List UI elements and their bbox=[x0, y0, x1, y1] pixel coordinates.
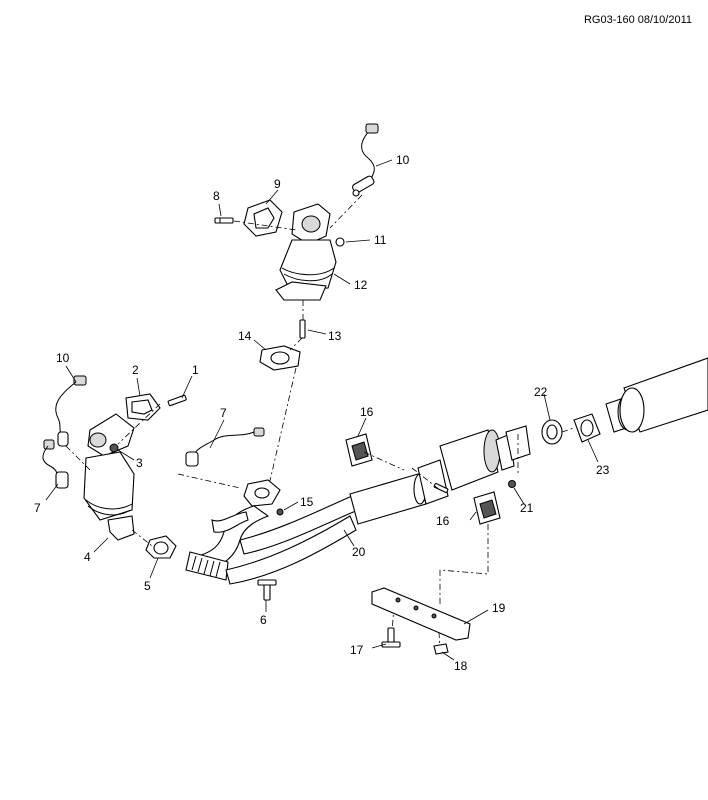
gasket-lower bbox=[125, 393, 161, 421]
diagram-reference-code: RG03-160 08/10/2011 bbox=[583, 14, 692, 26]
callout-4: 4 bbox=[84, 550, 91, 564]
callout-8: 8 bbox=[213, 189, 220, 203]
oxygen-sensor-center bbox=[185, 427, 265, 467]
callout-6: 6 bbox=[260, 613, 267, 627]
callout-16-rear: 16 bbox=[436, 514, 450, 528]
callout-10-upper: 10 bbox=[396, 153, 410, 167]
callout-20: 20 bbox=[352, 545, 366, 559]
catalytic-converter-upper bbox=[275, 203, 345, 301]
callout-17: 17 bbox=[350, 643, 364, 657]
front-exhaust-pipe bbox=[185, 473, 427, 585]
gasket-flange-lower bbox=[145, 535, 177, 559]
seal-ring bbox=[541, 419, 563, 445]
stud-upper-converter bbox=[299, 319, 306, 339]
muffler-flange bbox=[573, 413, 601, 443]
callout-13: 13 bbox=[328, 329, 342, 343]
oxygen-sensor-left-lower bbox=[42, 439, 69, 489]
callout-3: 3 bbox=[136, 456, 143, 470]
callout-1: 1 bbox=[192, 363, 199, 377]
gasket-upper bbox=[243, 199, 283, 237]
bolt-bracket bbox=[381, 627, 401, 648]
muffler bbox=[605, 357, 708, 433]
callout-15: 15 bbox=[300, 495, 314, 509]
callout-19: 19 bbox=[492, 601, 506, 615]
stud-lower bbox=[167, 394, 187, 407]
callouts: 1 2 3 4 5 6 7 7 8 9 10 10 11 12 13 14 15… bbox=[34, 153, 610, 673]
catalytic-converter-lower bbox=[83, 413, 135, 541]
callout-22: 22 bbox=[534, 385, 548, 399]
callout-18: 18 bbox=[454, 659, 468, 673]
bolt-flex-pipe bbox=[257, 579, 277, 601]
exhaust-bracket bbox=[371, 587, 471, 641]
callout-12: 12 bbox=[354, 278, 368, 292]
nut-bracket bbox=[433, 643, 449, 655]
callout-14: 14 bbox=[238, 329, 252, 343]
nut-hanger bbox=[508, 480, 516, 488]
callout-5: 5 bbox=[144, 579, 151, 593]
insulator-front bbox=[345, 433, 373, 467]
oxygen-sensor-upper bbox=[352, 123, 379, 197]
callout-9: 9 bbox=[274, 177, 281, 191]
callout-7-center: 7 bbox=[220, 406, 227, 420]
gasket-pipe-flange bbox=[259, 345, 301, 371]
callout-2: 2 bbox=[132, 363, 139, 377]
stud-upper bbox=[214, 217, 234, 224]
callout-21: 21 bbox=[520, 501, 534, 515]
callout-16-front: 16 bbox=[360, 405, 374, 419]
callout-10-left: 10 bbox=[56, 351, 70, 365]
nut-pipe-flange bbox=[276, 508, 284, 516]
callout-11: 11 bbox=[374, 233, 387, 247]
insulator-rear bbox=[473, 491, 501, 525]
callout-7-left: 7 bbox=[34, 501, 41, 515]
hanger-bracket-bolt bbox=[433, 483, 449, 493]
leader-lines bbox=[45, 159, 599, 661]
callout-23: 23 bbox=[596, 463, 610, 477]
oxygen-sensor-left-upper bbox=[55, 375, 87, 447]
center-catalytic-converter bbox=[417, 425, 531, 505]
